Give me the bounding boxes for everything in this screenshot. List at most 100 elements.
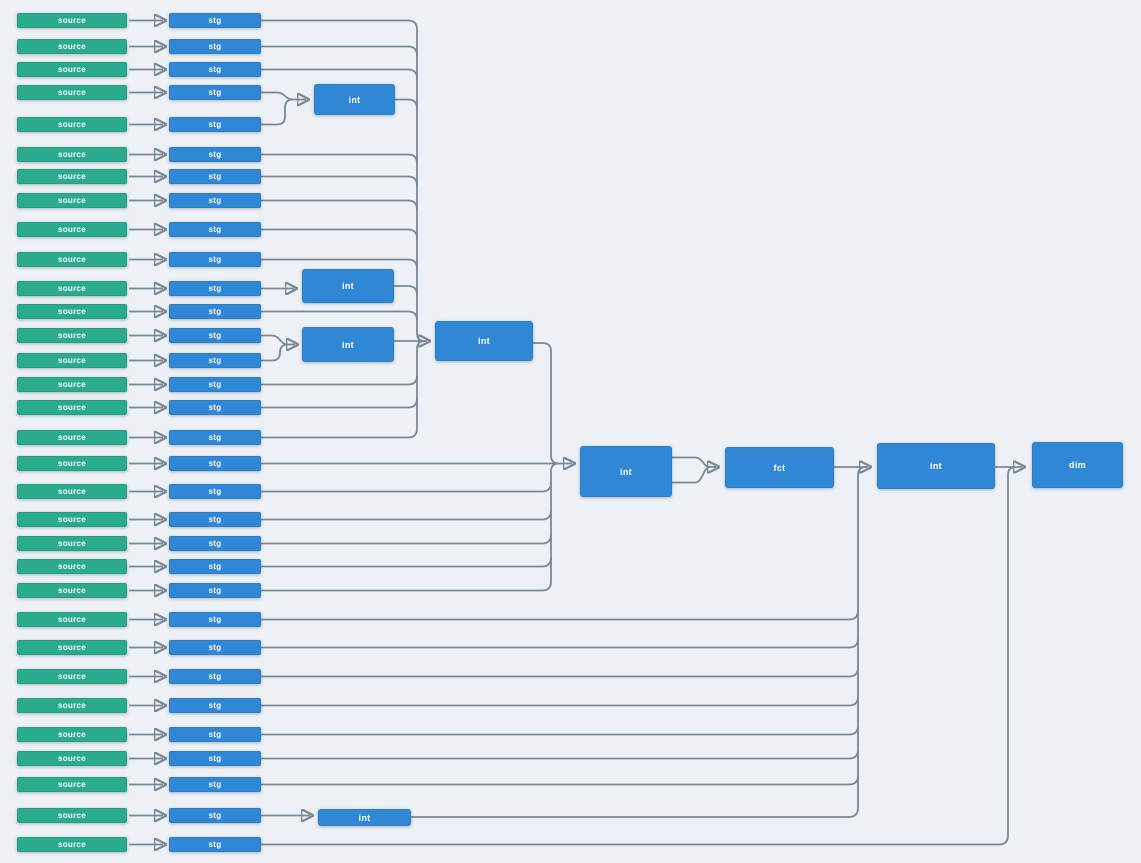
node-stg-28[interactable]: stg [169, 727, 261, 742]
node-source-8[interactable]: source [17, 193, 127, 208]
node-stg-20[interactable]: stg [169, 512, 261, 527]
node-stg-6[interactable]: stg [169, 147, 261, 162]
node-stg-21[interactable]: stg [169, 536, 261, 551]
node-source-25[interactable]: source [17, 640, 127, 655]
edge-stg19-trunk2 [261, 482, 552, 493]
node-source-2[interactable]: source [17, 39, 127, 54]
node-source-4[interactable]: source [17, 85, 127, 100]
node-stg-30[interactable]: stg [169, 777, 261, 792]
node-int-2[interactable]: int [302, 269, 394, 303]
node-source-9[interactable]: source [17, 222, 127, 237]
node-source-32[interactable]: source [17, 837, 127, 852]
node-stg-5[interactable]: stg [169, 117, 261, 132]
node-stg-1[interactable]: stg [169, 13, 261, 28]
node-int-1[interactable]: int [314, 84, 395, 115]
edge-stg14-merge-int3 [261, 343, 289, 362]
node-source-21[interactable]: source [17, 536, 127, 551]
node-source-18[interactable]: source [17, 456, 127, 471]
edge-stg15-trunk1 [261, 375, 418, 386]
node-source-6[interactable]: source [17, 147, 127, 162]
node-source-24[interactable]: source [17, 612, 127, 627]
node-source-26[interactable]: source [17, 669, 127, 684]
node-source-14[interactable]: source [17, 353, 127, 368]
node-source-27[interactable]: source [17, 698, 127, 713]
node-source-7[interactable]: source [17, 169, 127, 184]
node-stg-7[interactable]: stg [169, 169, 261, 184]
node-source-30[interactable]: source [17, 777, 127, 792]
node-source-15[interactable]: source [17, 377, 127, 392]
node-int-5[interactable]: int [580, 446, 672, 497]
node-int-6[interactable]: int [877, 443, 995, 489]
edge-stg8-trunk1 [261, 199, 418, 210]
node-stg-10[interactable]: stg [169, 252, 261, 267]
node-source-10[interactable]: source [17, 252, 127, 267]
node-stg-15[interactable]: stg [169, 377, 261, 392]
node-source-3[interactable]: source [17, 62, 127, 77]
node-source-12[interactable]: source [17, 304, 127, 319]
edge-stg17-trunk1 [261, 428, 418, 439]
edge-int2-trunk1 [394, 285, 418, 296]
node-int-3[interactable]: int [302, 327, 394, 362]
node-stg-19[interactable]: stg [169, 484, 261, 499]
node-int-7[interactable]: int [318, 809, 411, 826]
node-stg-16[interactable]: stg [169, 400, 261, 415]
node-stg-12[interactable]: stg [169, 304, 261, 319]
node-source-17[interactable]: source [17, 430, 127, 445]
node-source-20[interactable]: source [17, 512, 127, 527]
edge-stg16-trunk1 [261, 398, 418, 409]
node-stg-13[interactable]: stg [169, 328, 261, 343]
node-source-29[interactable]: source [17, 751, 127, 766]
edge-stg26-trunk3 [261, 667, 859, 678]
edge-stg3-trunk1 [261, 68, 418, 79]
node-stg-24[interactable]: stg [169, 612, 261, 627]
node-stg-25[interactable]: stg [169, 640, 261, 655]
node-stg-26[interactable]: stg [169, 669, 261, 684]
node-stg-14[interactable]: stg [169, 353, 261, 368]
node-source-1[interactable]: source [17, 13, 127, 28]
node-stg-8[interactable]: stg [169, 193, 261, 208]
node-stg-17[interactable]: stg [169, 430, 261, 445]
node-stg-11[interactable]: stg [169, 281, 261, 296]
edge-stg25-trunk3 [261, 638, 859, 649]
node-source-5[interactable]: source [17, 117, 127, 132]
trunk1-upper [416, 29, 426, 342]
node-dim-1[interactable]: dim [1032, 442, 1123, 488]
edge-stg10-trunk1 [261, 258, 418, 269]
node-source-16[interactable]: source [17, 400, 127, 415]
node-fct-1[interactable]: fct [725, 447, 834, 488]
node-stg-3[interactable]: stg [169, 62, 261, 77]
node-stg-2[interactable]: stg [169, 39, 261, 54]
edge-stg22-trunk2 [261, 557, 552, 568]
node-source-22[interactable]: source [17, 559, 127, 574]
node-stg-27[interactable]: stg [169, 698, 261, 713]
edge-int7-trunk3 [411, 807, 859, 818]
edge-stg13-merge-int3 [261, 334, 289, 346]
node-source-19[interactable]: source [17, 484, 127, 499]
node-source-13[interactable]: source [17, 328, 127, 343]
node-stg-9[interactable]: stg [169, 222, 261, 237]
node-source-23[interactable]: source [17, 583, 127, 598]
node-stg-23[interactable]: stg [169, 583, 261, 598]
node-stg-22[interactable]: stg [169, 559, 261, 574]
node-source-28[interactable]: source [17, 727, 127, 742]
edge-stg29-trunk3 [261, 749, 859, 760]
node-stg-31[interactable]: stg [169, 808, 261, 823]
edge-stg20-trunk2 [261, 510, 552, 521]
edge-stg5-merge-int1 [261, 98, 294, 126]
edge-stg1-trunk1 [261, 19, 418, 30]
node-stg-18[interactable]: stg [169, 456, 261, 471]
edge-stg27-trunk3 [261, 696, 859, 707]
node-source-31[interactable]: source [17, 808, 127, 823]
node-source-11[interactable]: source [17, 281, 127, 296]
edge-stg6-trunk1 [261, 153, 418, 164]
edge-stg24-trunk3 [261, 610, 859, 621]
node-stg-4[interactable]: stg [169, 85, 261, 100]
trunk2-upper [550, 351, 560, 465]
edge-stg28-trunk3 [261, 725, 859, 736]
node-stg-32[interactable]: stg [169, 837, 261, 852]
node-stg-29[interactable]: stg [169, 751, 261, 766]
node-int-4[interactable]: int [435, 321, 533, 361]
edge-stg32-trunk4 [261, 466, 1017, 846]
